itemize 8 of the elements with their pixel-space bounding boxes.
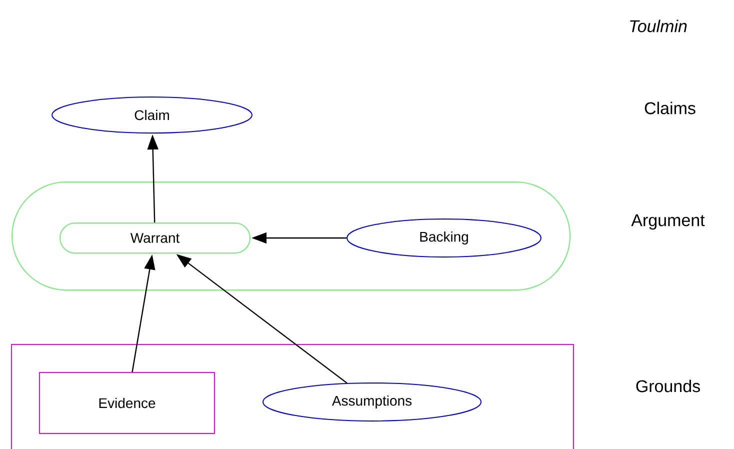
- level-label: Argument: [631, 214, 705, 230]
- grounds-box: [11, 344, 574, 449]
- level-label: Claims: [644, 102, 696, 114]
- title: Toulmin: [630, 20, 687, 32]
- warrant-box: Warrant: [60, 222, 250, 254]
- argument-band: [12, 181, 570, 290]
- level-label: Grounds: [636, 380, 700, 392]
- evidence-box: Evidence: [39, 372, 215, 434]
